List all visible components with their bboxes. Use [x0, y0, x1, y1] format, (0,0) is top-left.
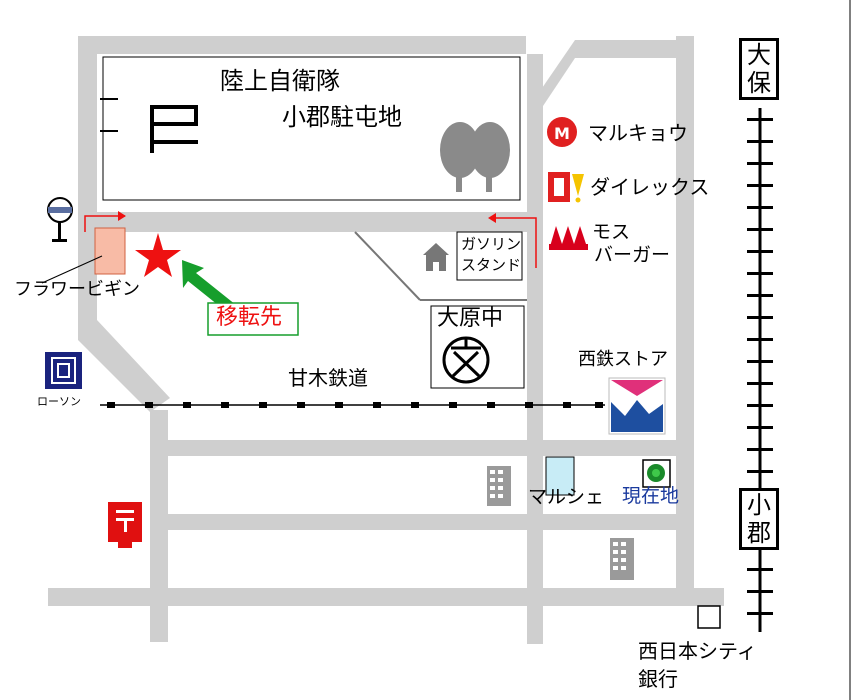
tree-icon: [440, 122, 510, 192]
station-okura-char2: 保: [747, 69, 771, 97]
station-ogori: 小 郡: [739, 488, 779, 550]
sdf-symbol: [100, 98, 198, 153]
jr-ties: [747, 118, 773, 615]
road-center-vertical: [527, 54, 543, 644]
road-south-3: [48, 588, 724, 606]
flower-shop-box: [94, 227, 126, 275]
school-icon: [442, 336, 490, 384]
direx-logo-icon: [548, 172, 584, 203]
bank-label-line2: 銀行: [638, 667, 678, 691]
svg-text:M: M: [554, 124, 570, 143]
road-south-west: [150, 410, 168, 642]
turn-arrow-left: [84, 215, 125, 232]
mos-label-line2: バーガー: [594, 244, 671, 266]
gas-label-line2: スタンド: [461, 256, 522, 274]
station-okura-char1: 大: [747, 41, 771, 69]
post-box-icon: [108, 502, 142, 548]
road-network: [48, 36, 724, 644]
gas-label-line1: ガソリン: [461, 235, 522, 253]
destination-arrow: [182, 260, 236, 313]
side-road: [354, 231, 421, 301]
road-south-2: [168, 514, 678, 530]
direx-label: ダイレックス: [590, 175, 710, 199]
road-diagonal: [527, 40, 575, 110]
sdf-label-line1: 陸上自衛隊: [220, 67, 340, 95]
destination-label: 移転先: [216, 305, 283, 330]
current-location-icon: [642, 459, 671, 488]
destination-star-icon: [135, 233, 181, 277]
road-north: [78, 36, 526, 54]
station-okura: 大 保: [739, 38, 779, 100]
lawson-icon: [45, 352, 82, 389]
marche-label: マルシェ: [528, 486, 605, 508]
nishitetsu-label: 西鉄ストア: [578, 349, 668, 370]
road-east: [676, 36, 694, 596]
road-north-east: [575, 40, 680, 58]
turn-arrow-right: [492, 217, 537, 268]
road-west: [78, 36, 170, 412]
gas-station-icon: [423, 243, 449, 271]
destination-label-box: [207, 302, 299, 336]
mos-burger-logo-icon: [549, 226, 588, 250]
bank-box: [697, 605, 721, 629]
bank-label-line1: 西日本シティ: [638, 639, 757, 663]
flower-shop-label: フラワービギン: [14, 279, 140, 300]
station-ogori-char2: 郡: [747, 519, 771, 547]
railway-ties: [107, 402, 603, 408]
marukyo-logo-icon: M: [547, 117, 577, 147]
mos-label-line1: モス: [592, 221, 631, 243]
lawson-label: ローソン: [37, 395, 81, 409]
station-ogori-char1: 小: [747, 491, 771, 519]
school-label: 大原中: [437, 306, 504, 331]
railway-label: 甘木鉄道: [288, 366, 368, 390]
gas-station-box: [456, 231, 523, 281]
road-south-1: [168, 440, 678, 456]
bus-stop-icon: [47, 197, 73, 242]
marche-box: [545, 456, 575, 496]
flower-leader-line: [41, 255, 103, 284]
nishitetsu-store-logo: [608, 377, 666, 435]
sdf-label-line2: 小郡駐屯地: [282, 103, 402, 131]
road-mid: [97, 212, 537, 232]
marukyo-label: マルキョウ: [588, 121, 688, 145]
current-location-label: 現在地: [622, 485, 680, 507]
